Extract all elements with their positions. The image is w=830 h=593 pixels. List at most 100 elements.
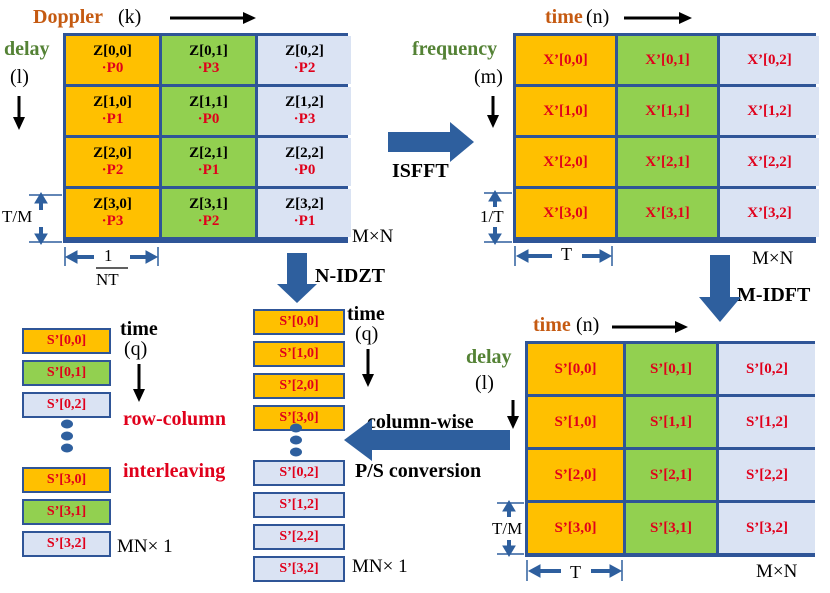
zgrid-cell-3-2: Z[3,2]·P1 (258, 189, 351, 237)
xgrid-axis-top-label: time (545, 6, 583, 28)
zgrid-size: M×N (352, 226, 394, 247)
sgrid-axis-top-label: time (533, 314, 571, 336)
middle-column-axis-label: time (347, 303, 385, 325)
middle-column-item: S’[2,0] (253, 373, 345, 399)
xgrid-cell-label: X’[0,0] (543, 51, 588, 68)
sgrid-cell-label: S’[3,1] (649, 519, 693, 536)
zgrid-cell-phase: ·P3 (293, 111, 316, 127)
middle-column-ellipsis (290, 423, 302, 457)
zgrid-cell-label: Z[0,1] (189, 43, 228, 59)
xgrid-row-spacing-marker (484, 190, 512, 245)
sgrid-cell-label: S’[0,0] (554, 360, 597, 377)
sgrid-size: M×N (756, 561, 798, 582)
zgrid-axis-top-var: (k) (118, 6, 142, 28)
zgrid-cell-phase: ·P0 (101, 60, 124, 76)
xgrid-cell-0-0: X’[0,0] (516, 36, 615, 84)
sgrid-col-spacing-marker (526, 560, 623, 581)
left-column-item: S’[3,2] (22, 531, 111, 557)
sgrid-cell-2-0: S’[2,0] (528, 450, 623, 500)
step-columnwise-label: column-wise (367, 411, 474, 433)
zgrid-cell-2-1: Z[2,1]·P1 (162, 138, 255, 186)
zgrid-cell-label: Z[1,0] (93, 94, 132, 110)
xgrid-cell-2-1: X’[2,1] (618, 138, 717, 186)
zgrid-cell-phase: ·P1 (293, 213, 316, 229)
zgrid-cell-0-0: Z[0,0]·P0 (66, 36, 159, 84)
sgrid-axis-top-var: (n) (576, 314, 600, 336)
left-column-bottom: S’[3,0]S’[3,1]S’[3,2] (22, 467, 111, 557)
left-column-item: S’[0,1] (22, 360, 111, 386)
sgrid-cell-2-1: S’[2,1] (626, 450, 716, 500)
zgrid-cell-label: Z[2,2] (285, 145, 324, 161)
left-column-size: MN× 1 (117, 536, 173, 557)
xgrid-axis-left-var: (m) (474, 66, 503, 88)
sgrid-cell-0-2: S’[0,2] (719, 344, 815, 394)
zgrid-axis-left-label: delay (4, 38, 50, 60)
left-column-item: S’[0,0] (22, 328, 111, 354)
xgrid-cell-label: X’[3,1] (645, 204, 690, 221)
xgrid-cell-0-1: X’[0,1] (618, 36, 717, 84)
xgrid-cell-label: X’[1,2] (747, 102, 792, 119)
sgrid-axis-left-arrow (507, 400, 519, 429)
xgrid-cell-label: X’[0,2] (747, 51, 792, 68)
middle-column-item: S’[0,0] (253, 309, 345, 335)
zgrid-cell-0-1: Z[0,1]·P3 (162, 36, 255, 84)
zgrid-cell-phase: ·P0 (197, 111, 220, 127)
sgrid-cell-3-0: S’[3,0] (528, 503, 623, 553)
xgrid-cell-label: X’[0,1] (645, 51, 690, 68)
zgrid-cell-label: Z[2,1] (189, 145, 228, 161)
zgrid-cell-2-0: Z[2,0]·P2 (66, 138, 159, 186)
middle-column-axis-var: (q) (355, 323, 379, 345)
sgrid-cell-label: S’[2,2] (745, 466, 789, 483)
xgrid-cell-0-2: X’[0,2] (720, 36, 819, 84)
sgrid-cell-0-1: S’[0,1] (626, 344, 716, 394)
sgrid-cell-label: S’[1,0] (554, 413, 597, 430)
sgrid-cell-1-0: S’[1,0] (528, 397, 623, 447)
xgrid-cell-label: X’[2,2] (747, 153, 792, 170)
sgrid-axis-top-arrow (612, 321, 688, 333)
zgrid-cell-phase: ·P0 (293, 162, 316, 178)
middle-column-item: S’[3,2] (253, 556, 345, 582)
step-interleaving-label: interleaving (123, 460, 226, 482)
sgrid-axis-left-var: (l) (475, 372, 494, 394)
left-column-ellipsis (61, 419, 73, 453)
xgrid-row-spacing: 1/T (480, 207, 504, 226)
xgrid-cell-label: X’[1,1] (645, 102, 690, 119)
zgrid-axis-left-arrow (13, 96, 25, 130)
zgrid-cell-1-0: Z[1,0]·P1 (66, 87, 159, 135)
zgrid-cell-phase: ·P2 (293, 60, 316, 76)
xgrid-col-spacing-marker (514, 246, 613, 266)
zgrid-cell-1-2: Z[1,2]·P3 (258, 87, 351, 135)
zgrid-row-spacing-marker (29, 192, 62, 245)
left-column-item: S’[3,1] (22, 499, 111, 525)
sgrid-axis-left-label: delay (466, 346, 512, 368)
zgrid-cell-phase: ·P1 (197, 162, 220, 178)
xgrid-cell-2-2: X’[2,2] (720, 138, 819, 186)
step-row-column-label: row-column (123, 408, 226, 430)
zgrid-axis-left-var: (l) (10, 66, 29, 88)
xgrid-axis-left-label: frequency (412, 38, 498, 60)
sgrid-cell-label: S’[1,2] (745, 413, 789, 430)
sgrid-row-spacing: T/M (492, 519, 523, 538)
nidzt-arrow (277, 253, 317, 303)
sgrid-col-spacing: T (570, 562, 581, 582)
step-nidzt-label: N-IDZT (315, 265, 386, 287)
xgrid-cell-label: X’[2,1] (645, 153, 690, 170)
left-column-axis-arrow (133, 364, 145, 402)
left-column-axis-label: time (120, 318, 158, 340)
zgrid-cell-1-1: Z[1,1]·P0 (162, 87, 255, 135)
middle-column-item: S’[1,0] (253, 341, 345, 367)
zgrid-cell-label: Z[1,2] (285, 94, 324, 110)
xgrid-cell-label: X’[3,0] (543, 204, 588, 221)
sgrid-cell-0-0: S’[0,0] (528, 344, 623, 394)
zgrid-cell-3-1: Z[3,1]·P2 (162, 189, 255, 237)
xgrid-axis-top-var: (n) (586, 6, 610, 28)
xgrid-size: M×N (752, 248, 794, 269)
zgrid-cell-label: Z[3,2] (285, 196, 324, 212)
sgrid-cell-2-2: S’[2,2] (719, 450, 815, 500)
middle-column-top: S’[0,0]S’[1,0]S’[2,0]S’[3,0] (253, 309, 345, 431)
sgrid: S’[0,0]S’[0,1]S’[0,2]S’[1,0]S’[1,1]S’[1,… (525, 341, 815, 557)
isfft-arrow (388, 122, 474, 162)
zgrid-row-spacing: T/M (2, 207, 33, 226)
sgrid-cell-1-2: S’[1,2] (719, 397, 815, 447)
